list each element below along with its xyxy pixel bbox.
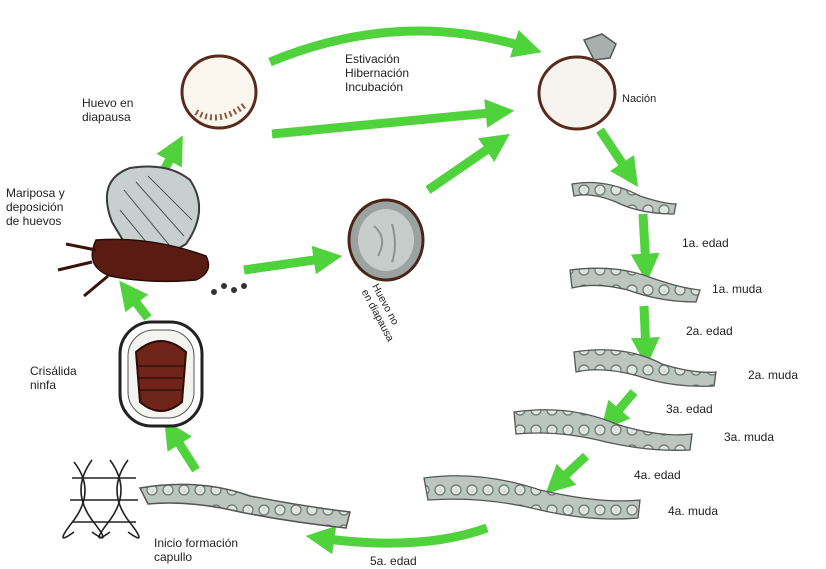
- egg-hatching: [537, 33, 617, 131]
- label-muda-4: 4a. muda: [668, 504, 719, 518]
- label-muda-3: 3a. muda: [724, 430, 775, 444]
- larva-stage4: [513, 409, 693, 451]
- egg-diapause: [180, 54, 258, 130]
- label-huevo-no-diapausa: Huevo no en diapausa: [359, 282, 407, 344]
- label-muda-2: 2a. muda: [748, 368, 799, 382]
- label-edad-2: 2a. edad: [686, 324, 733, 338]
- silk-net: [62, 459, 140, 539]
- label-huevo-diapausa: Huevo en diapausa: [82, 96, 134, 124]
- arrow-larva2-to-larva3: [630, 305, 660, 367]
- larva-stage1: [571, 181, 677, 215]
- arrow-larva3-to-larva4: [600, 389, 638, 431]
- moth: [57, 165, 247, 298]
- label-estivacion: Estivación Hibernación Incubación: [345, 52, 410, 94]
- arrow-spinning-to-pupa: [164, 419, 200, 473]
- arrow-nondiapause-to-hatch: [425, 133, 510, 194]
- label-muda-1: 1a. muda: [712, 282, 763, 296]
- label-mariposa: Mariposa y deposición de huevos: [6, 186, 65, 228]
- arrow-diapause-to-hatch: [268, 26, 542, 67]
- arrow-larva4-to-larva5: [545, 452, 590, 494]
- label-edad-1: 1a. edad: [682, 236, 729, 250]
- larva-stage3: [573, 349, 717, 387]
- label-edad-3: 3a. edad: [666, 402, 713, 416]
- arrow-moth-to-nondiapause: [243, 245, 343, 275]
- arrow-hatch-to-larva1: [596, 127, 638, 187]
- label-crisalida: Crisálida ninfa: [30, 364, 77, 392]
- larva-spinning: [138, 483, 351, 529]
- arrow-larva5-to-spinning: [305, 523, 489, 555]
- label-nacion: Nación: [622, 93, 657, 105]
- larva-stage2: [569, 267, 701, 303]
- arrow-pupa-to-moth: [119, 280, 152, 321]
- egg-non-diapause: [347, 198, 425, 282]
- larva-stage5: [423, 475, 641, 520]
- label-edad-5: 5a. edad: [370, 554, 417, 568]
- label-edad-4: 4a. edad: [634, 468, 681, 482]
- pupa-in-cocoon: [118, 320, 204, 428]
- arrow-larva1-to-larva2: [630, 213, 660, 283]
- label-inicio-capullo: Inicio formación capullo: [154, 536, 239, 564]
- arrow-diapause-to-hatch-lower: [271, 99, 515, 139]
